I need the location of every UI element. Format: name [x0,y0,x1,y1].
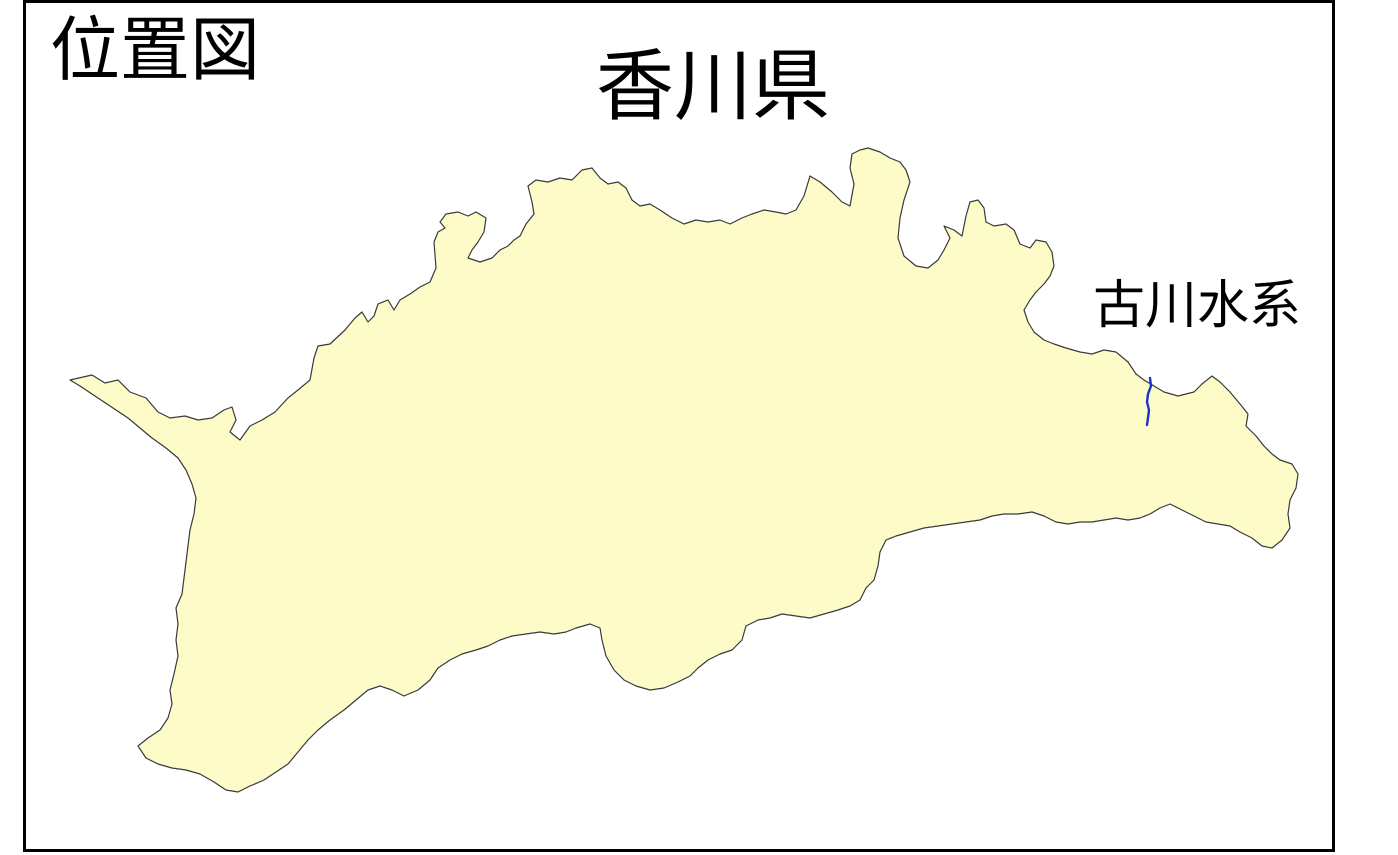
prefecture-name-label: 香川県 [596,42,831,132]
location-map-title: 位置図 [50,9,260,91]
kagawa-prefecture-landmass [69,147,1299,793]
river-system-label: 古川水系 [1093,276,1302,336]
furukawa-river-line [1145,376,1153,427]
